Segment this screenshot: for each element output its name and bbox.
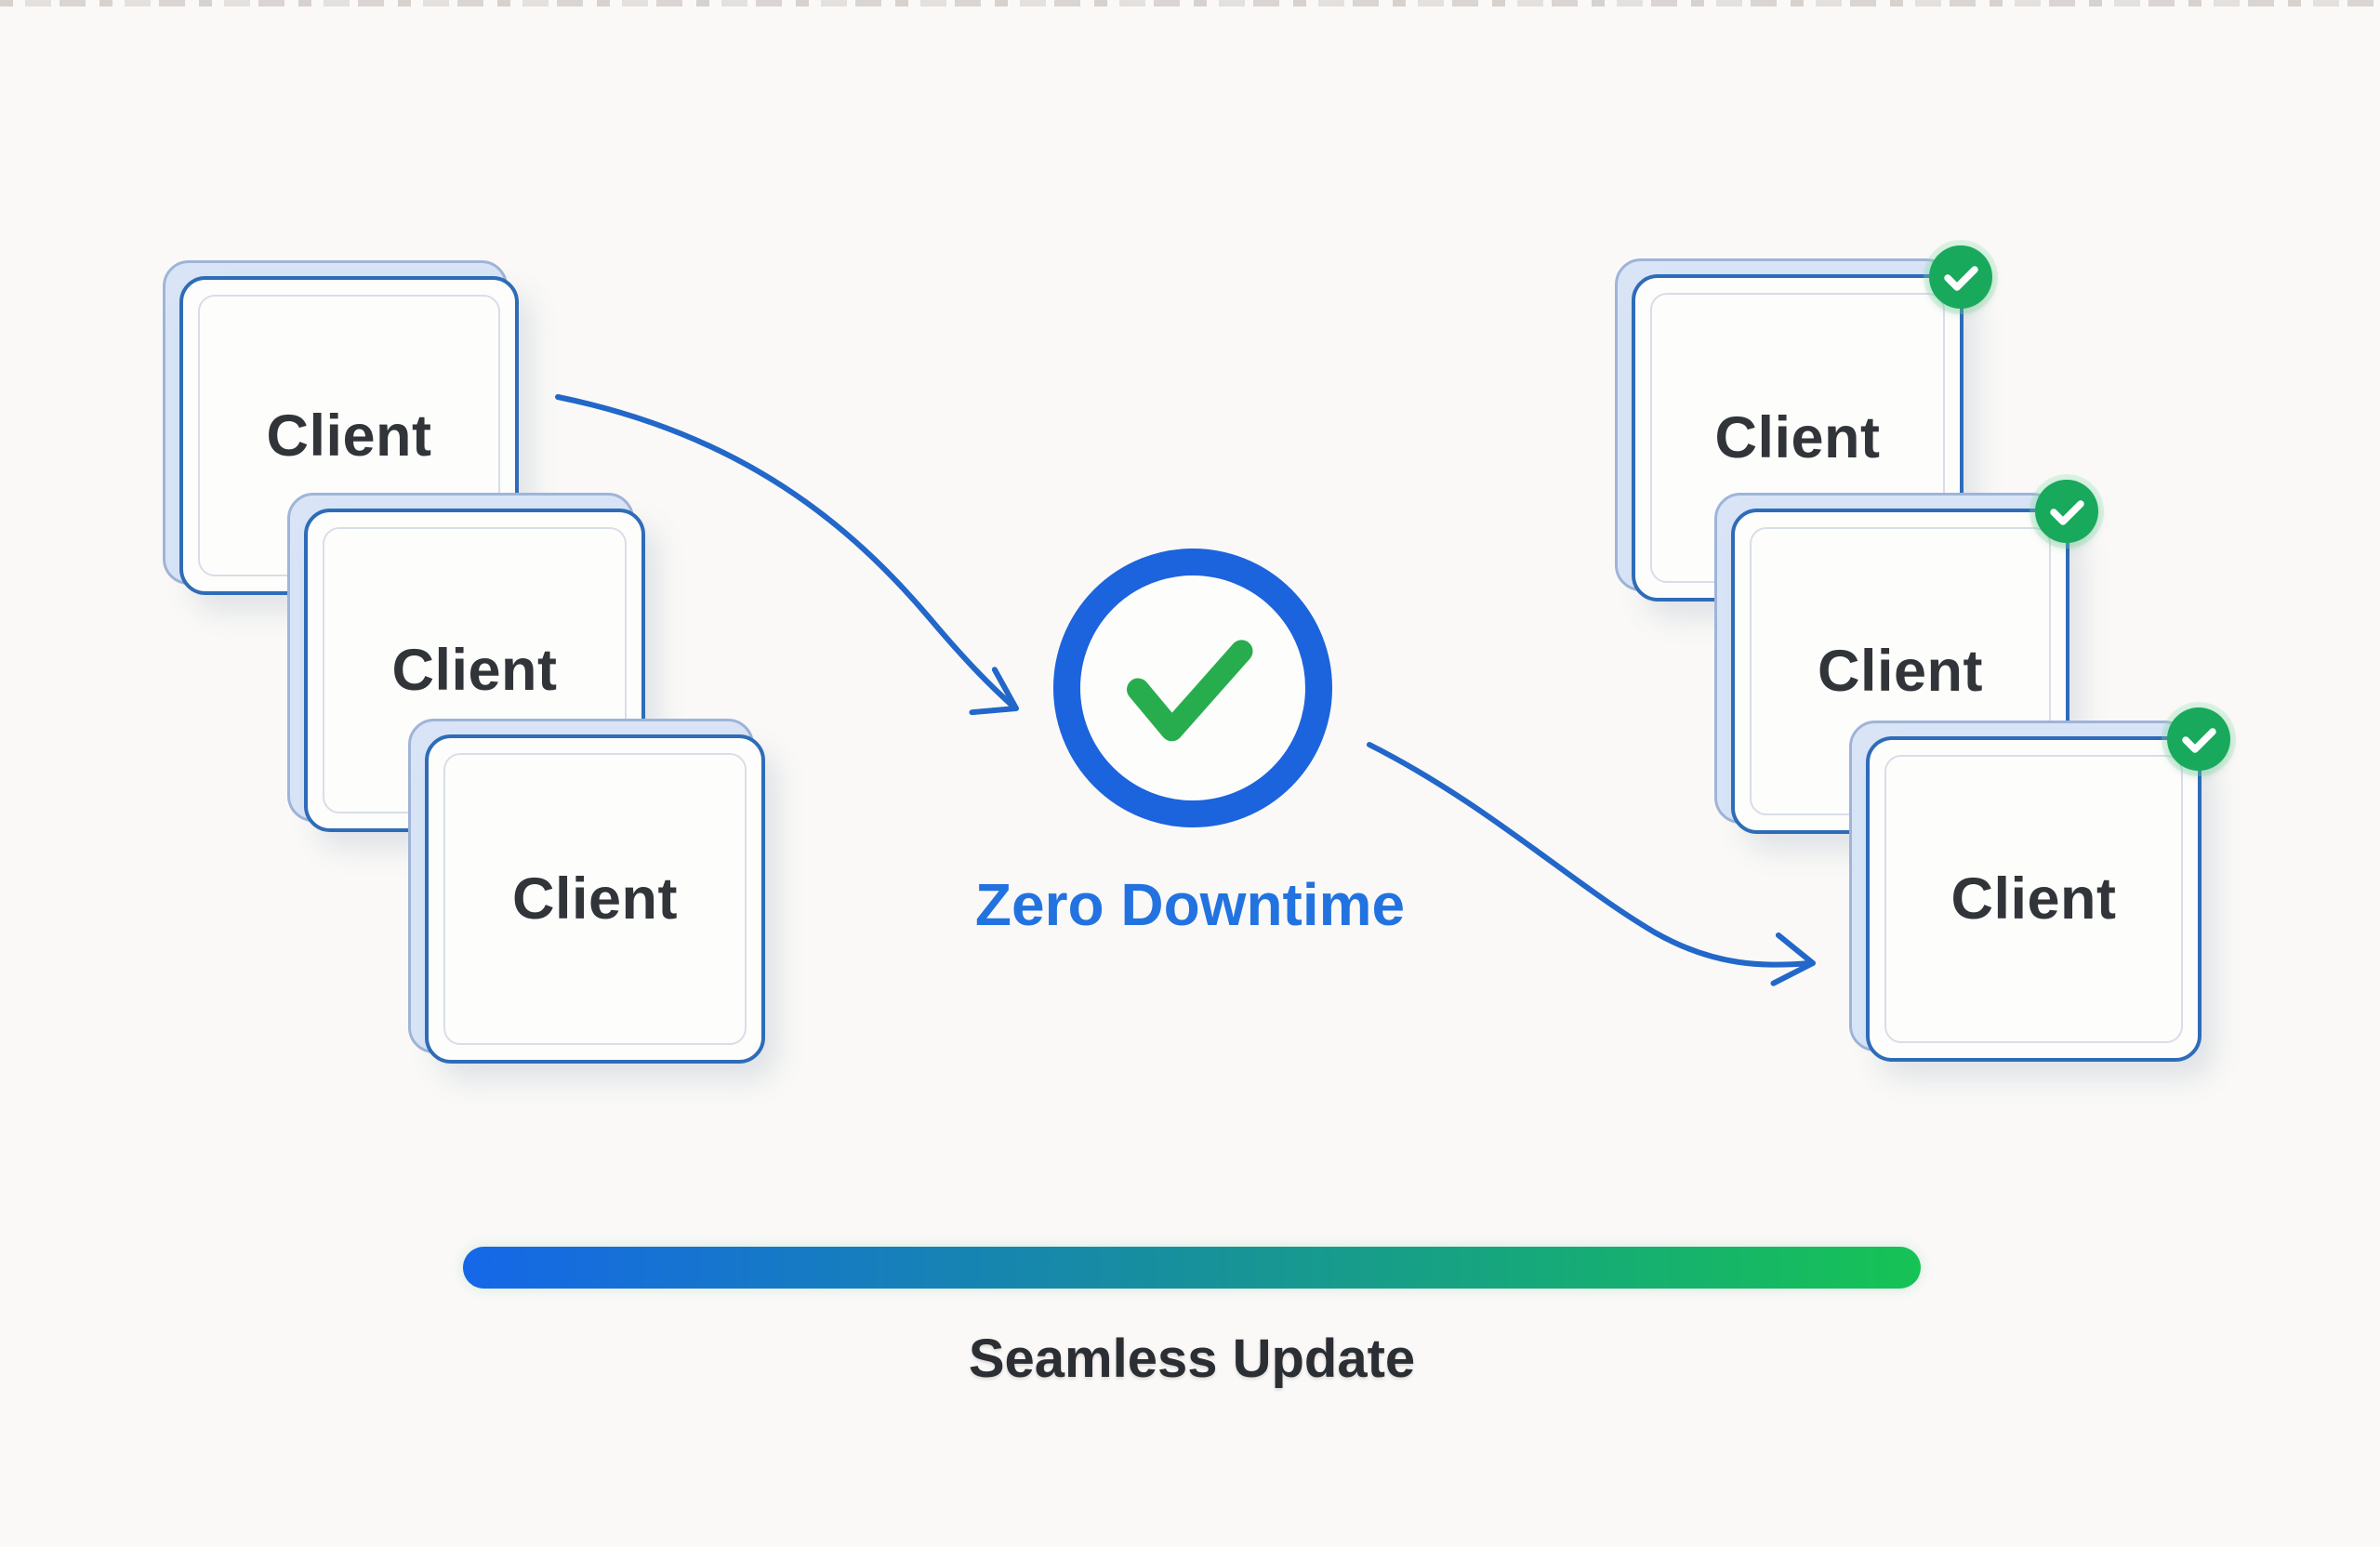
client-card-label: Client <box>391 638 558 703</box>
card-inner-border <box>1884 755 2183 1043</box>
client-card-left-3: Client <box>408 719 765 1064</box>
card-inner-border <box>443 753 747 1045</box>
card-face: Client <box>425 734 765 1064</box>
client-card-label: Client <box>266 403 432 469</box>
update-progress-bar <box>463 1247 1921 1289</box>
check-badge-icon <box>1929 245 1992 309</box>
client-card-right-3: Client <box>1849 707 2230 1062</box>
client-card-label: Client <box>1714 405 1881 470</box>
card-face: Client <box>1866 736 2202 1062</box>
check-badge-icon <box>2167 707 2230 771</box>
check-circle-icon <box>1053 549 1332 827</box>
top-edge-artifact <box>0 0 2380 7</box>
check-badge-icon <box>2035 480 2098 543</box>
seamless-update-caption: Seamless Update <box>968 1329 1416 1389</box>
client-card-label: Client <box>1950 866 2117 932</box>
client-card-label: Client <box>1817 639 1983 704</box>
client-card-label: Client <box>511 866 678 932</box>
zero-downtime-caption: Zero Downtime <box>974 871 1406 938</box>
